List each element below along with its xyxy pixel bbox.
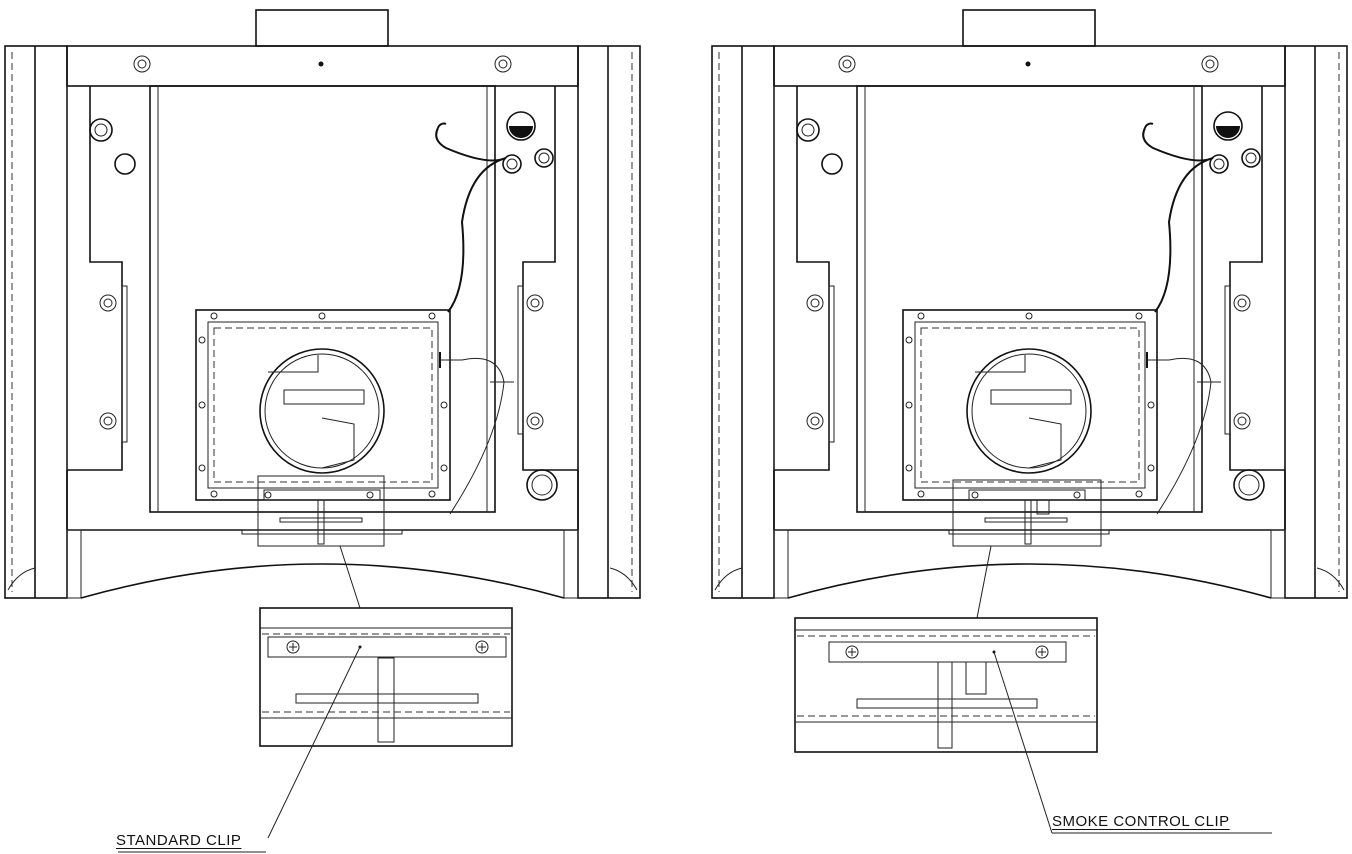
clip-detail-zone	[257, 475, 385, 547]
standard-clip-label: STANDARD CLIP	[116, 832, 242, 849]
smoke-control-clip-label: SMOKE CONTROL CLIP	[1052, 813, 1230, 830]
left-side-panel	[4, 45, 68, 599]
stove-view-standard	[4, 9, 641, 609]
smoke-control-clip-detail	[794, 617, 1272, 834]
flue-collar	[255, 9, 389, 47]
inspection-frame	[195, 309, 451, 501]
right-side-panel	[577, 45, 641, 599]
flue-opening	[259, 348, 385, 474]
standard-clip-detail	[118, 607, 513, 853]
stove-view-smoke-control	[711, 9, 1348, 619]
